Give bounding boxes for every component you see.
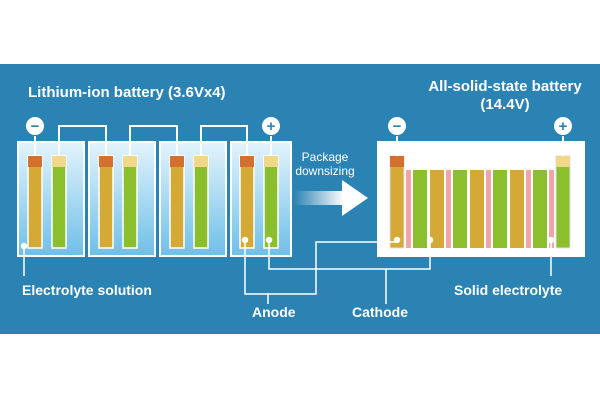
solid-electrolyte-label: Solid electrolyte — [454, 282, 563, 298]
electrolyte-solution-label: Electrolyte solution — [22, 282, 152, 298]
solid-state-battery — [377, 136, 585, 257]
anode-label: Anode — [252, 304, 296, 320]
leader-lines — [20, 236, 555, 304]
plus-terminal-left: + — [262, 117, 280, 135]
li-ion-cell-4 — [230, 141, 292, 257]
li-ion-cell-2 — [88, 141, 156, 257]
package-downsizing-label: Package downsizing — [295, 150, 355, 178]
minus-terminal-left: − — [26, 117, 44, 135]
solid-state-title: All-solid-state battery (14.4V) — [428, 78, 582, 113]
svg-text:−: − — [393, 118, 402, 135]
battery-diagram: − + — [17, 117, 585, 304]
li-ion-cell-1 — [17, 141, 85, 257]
series-connectors — [34, 125, 272, 156]
cathode-label: Cathode — [352, 304, 408, 320]
svg-text:+: + — [267, 118, 276, 135]
diagram-panel: − + — [0, 64, 600, 334]
li-ion-cell-3 — [159, 141, 227, 257]
lithium-ion-title: Lithium-ion battery (3.6Vx4) — [28, 84, 226, 101]
package-arrow — [294, 180, 368, 216]
plus-terminal-right: + — [554, 117, 572, 135]
svg-text:−: − — [31, 118, 40, 135]
svg-text:+: + — [559, 118, 568, 135]
minus-terminal-right: − — [388, 117, 406, 135]
